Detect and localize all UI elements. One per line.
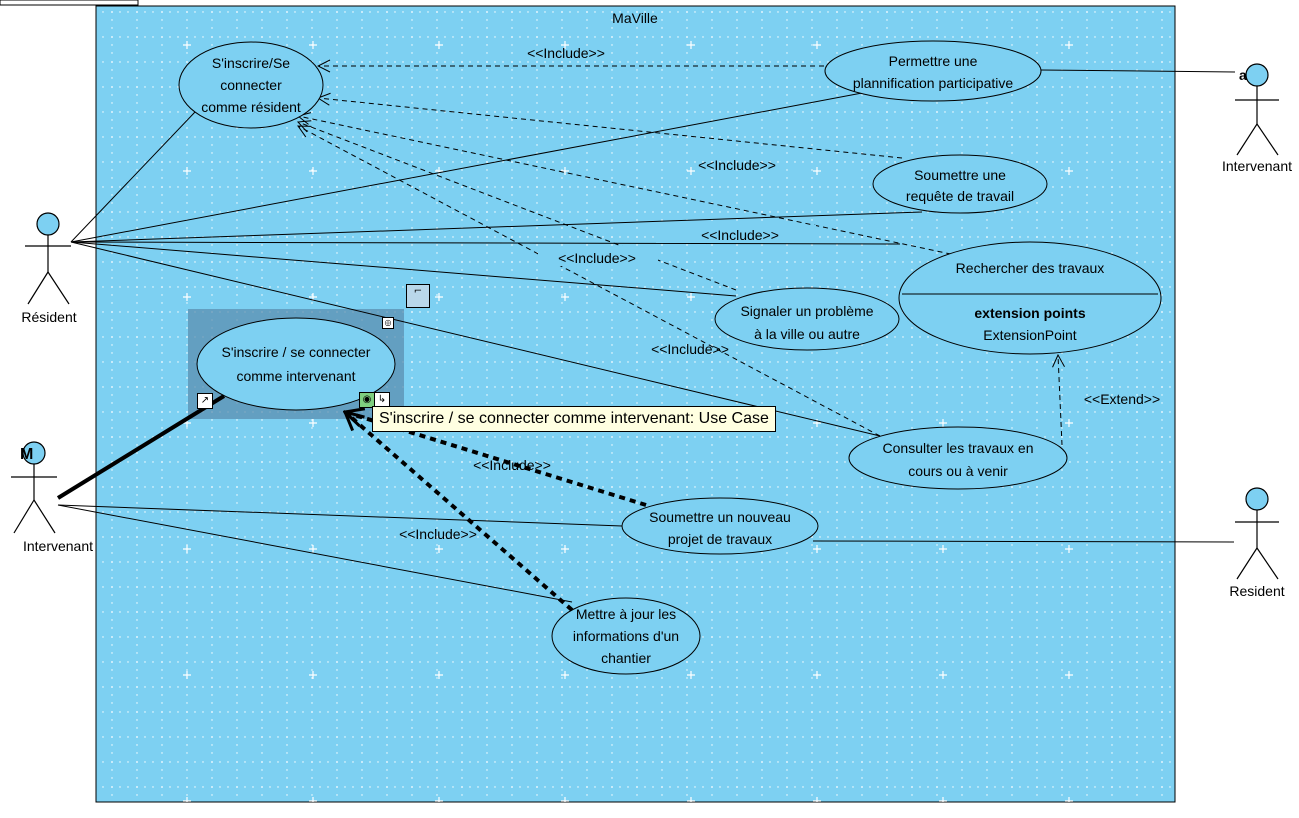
use-case-requete[interactable]: Soumettre une requête de travail: [872, 154, 1048, 214]
use-case-rechercher[interactable]: Rechercher des travaux extension points …: [898, 241, 1162, 355]
extension-point: ExtensionPoint: [983, 327, 1077, 343]
actor-label: Resident: [1229, 583, 1284, 599]
use-case-tooltip: S'inscrire / se connecter comme interven…: [372, 406, 776, 432]
assoc-intervenant-inscrire: [56, 394, 226, 500]
svg-text:comme intervenant: comme intervenant: [236, 368, 355, 384]
extend-label: <<Extend>>: [1084, 391, 1160, 407]
use-case-inscrire-intervenant[interactable]: S'inscrire / se connecter comme interven…: [196, 317, 396, 411]
include-label: <<Include>>: [558, 250, 636, 266]
use-case-consulter[interactable]: Consulter les travaux en cours ou à veni…: [848, 426, 1068, 490]
assoc-resident-planification: [70, 92, 863, 243]
assoc-intervenant-mettre: [57, 504, 573, 603]
zoom-handle-icon[interactable]: ◎: [382, 317, 394, 329]
assoc-resident-requete: [70, 211, 923, 243]
svg-text:cours ou à venir: cours ou à venir: [908, 463, 1008, 479]
assoc-resident-consulter: [70, 241, 881, 437]
svg-text:S'inscrire/Se: S'inscrire/Se: [212, 55, 290, 71]
svg-text:informations d'un: informations d'un: [573, 628, 679, 644]
svg-text:requête de travail: requête de travail: [906, 188, 1014, 204]
svg-text:à la ville ou autre: à la ville ou autre: [754, 326, 860, 342]
svg-text:Permettre une: Permettre une: [889, 53, 978, 69]
svg-text:S'inscrire / se connecter: S'inscrire / se connecter: [222, 344, 371, 360]
connector-arrow-icon[interactable]: ↗: [197, 393, 213, 409]
stereotype-labels: <<Include>> <<Include>> <<Include>> <<In…: [399, 45, 1160, 542]
svg-text:Mettre à jour les: Mettre à jour les: [576, 606, 676, 622]
assoc-intervenant-soumettre: [57, 504, 623, 527]
svg-text:chantier: chantier: [601, 650, 651, 666]
include-label: <<Include>>: [527, 45, 605, 61]
actor-label: Intervenant: [23, 538, 93, 554]
assoc-resident-rechercher: [70, 241, 901, 245]
resize-toolbar-icon[interactable]: ⌐: [406, 284, 430, 308]
use-case-planification[interactable]: Permettre une plannification participati…: [824, 40, 1042, 102]
include-label: <<Include>>: [399, 526, 477, 542]
system-title: MaVille: [612, 10, 658, 26]
actor-badge: a: [1239, 67, 1247, 83]
assoc-resident-signaler: [70, 241, 737, 297]
include-label: <<Include>>: [651, 341, 729, 357]
svg-text:Soumettre une: Soumettre une: [914, 167, 1006, 183]
associations: [57, 69, 1236, 603]
extension-points-title: extension points: [974, 305, 1085, 321]
include-label: <<Include>>: [473, 457, 551, 473]
svg-text:Signaler un problème: Signaler un problème: [740, 303, 873, 319]
actor-label: Résident: [21, 309, 76, 325]
svg-text:connecter: connecter: [220, 77, 282, 93]
add-connector-icon[interactable]: ◉: [359, 392, 375, 408]
svg-text:Rechercher des travaux: Rechercher des travaux: [956, 260, 1105, 276]
include-label: <<Include>>: [698, 157, 776, 173]
include-dependencies-selected: [345, 412, 647, 612]
window-frame-remnant: [0, 0, 139, 6]
svg-text:plannification participative: plannification participative: [853, 75, 1014, 91]
svg-text:projet de travaux: projet de travaux: [668, 531, 772, 547]
include-dependencies: [298, 66, 1062, 446]
use-case-inscrire-resident[interactable]: S'inscrire/Se connecter comme résident: [178, 41, 324, 129]
svg-text:Soumettre un nouveau: Soumettre un nouveau: [649, 509, 791, 525]
use-case-signaler[interactable]: Signaler un problème à la ville ou autre: [714, 287, 900, 351]
actor-intervenant-right[interactable]: a Intervenant: [1222, 63, 1292, 174]
include-label: <<Include>>: [701, 227, 779, 243]
actor-intervenant-left[interactable]: M Intervenant: [11, 441, 93, 554]
svg-text:Consulter les travaux en: Consulter les travaux en: [883, 440, 1034, 456]
actor-label: Intervenant: [1222, 158, 1292, 174]
assoc-resident-right-soumettre: [812, 540, 1235, 543]
use-case-soumettre-projet[interactable]: Soumettre un nouveau projet de travaux: [621, 497, 819, 555]
actor-resident-right[interactable]: Resident: [1229, 487, 1285, 599]
use-case-mettre-a-jour[interactable]: Mettre à jour les informations d'un chan…: [551, 597, 701, 675]
assoc-resident-inscrire: [70, 111, 196, 243]
actor-badge: M: [20, 446, 33, 463]
actor-resident-left[interactable]: Résident: [21, 212, 77, 325]
assoc-intervenant-right-planification: [1040, 69, 1236, 73]
svg-text:comme résident: comme résident: [201, 99, 301, 115]
